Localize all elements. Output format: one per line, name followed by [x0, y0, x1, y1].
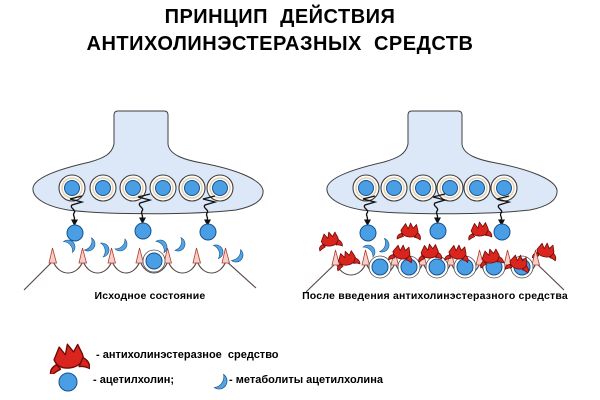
- synaptic-vesicle: [149, 174, 177, 202]
- synaptic-vesicle: [89, 174, 117, 202]
- bound-acetylcholine: [368, 255, 392, 279]
- acetylcholine-molecule: [493, 223, 511, 241]
- anticholinesterase-molecule: [316, 229, 344, 252]
- right-diagram-after-agent: [305, 110, 565, 293]
- synaptic-vesicle: [352, 174, 380, 202]
- bound-acetylcholine: [142, 249, 166, 273]
- right-panel-caption: После введения антихолинэстеразного сред…: [302, 290, 568, 302]
- cholinesterase-spike: [221, 247, 230, 264]
- left-diagram-initial-state: [23, 110, 264, 291]
- postsynaptic-membrane: [23, 259, 257, 291]
- acetylcholine-metabolites-icon: [214, 374, 230, 392]
- acetylcholine-metabolite: [174, 237, 188, 254]
- acetylcholine-icon: [58, 372, 78, 392]
- cholinesterase-spike: [135, 247, 144, 264]
- anticholinesterase-molecule: [396, 221, 423, 242]
- acetylcholine-metabolite: [84, 237, 98, 254]
- anticholinesterase-agent-icon: [48, 340, 90, 374]
- acetylcholine-molecule: [134, 222, 152, 240]
- cholinesterase-spike: [48, 247, 57, 264]
- acetylcholine-molecule: [199, 223, 217, 241]
- synaptic-vesicle: [436, 174, 464, 202]
- title-line-1: ПРИНЦИП ДЕЙСТВИЯ: [164, 6, 396, 28]
- title-line-2: АНТИХОЛИНЭСТЕРАЗНЫХ СРЕДСТВ: [86, 33, 474, 55]
- legend-label-metabolites: - метаболиты ацетилхолина: [229, 374, 383, 386]
- synaptic-vesicle: [380, 174, 408, 202]
- acetylcholine-metabolite: [231, 249, 247, 266]
- acetylcholine-metabolite: [100, 241, 111, 258]
- cholinesterase-spike: [331, 249, 340, 266]
- acetylcholine-molecule: [359, 224, 377, 242]
- anticholinesterase-molecule: [466, 220, 493, 241]
- acetylcholine-molecule: [66, 224, 84, 242]
- legend-label-acetylcholine: - ацетилхолин;: [93, 374, 175, 386]
- slide-title: ПРИНЦИП ДЕЙСТВИЯ АНТИХОЛИНЭСТЕРАЗНЫХ СРЕ…: [0, 5, 560, 57]
- legend-label-anticholinesterase: - антихолинэстеразное средство: [96, 349, 279, 361]
- acetylcholine-metabolite: [114, 238, 131, 255]
- cholinesterase-spike: [192, 247, 201, 264]
- left-panel-caption: Исходное состояние: [94, 290, 206, 302]
- synaptic-vesicle: [178, 174, 206, 202]
- synaptic-vesicle: [463, 174, 491, 202]
- synaptic-vesicle: [409, 174, 437, 202]
- acetylcholine-metabolite: [379, 238, 392, 255]
- synaptic-vesicle: [119, 174, 147, 202]
- acetylcholine-molecule: [429, 222, 447, 240]
- cholinesterase-spike: [361, 249, 370, 266]
- synaptic-vesicle: [58, 174, 86, 202]
